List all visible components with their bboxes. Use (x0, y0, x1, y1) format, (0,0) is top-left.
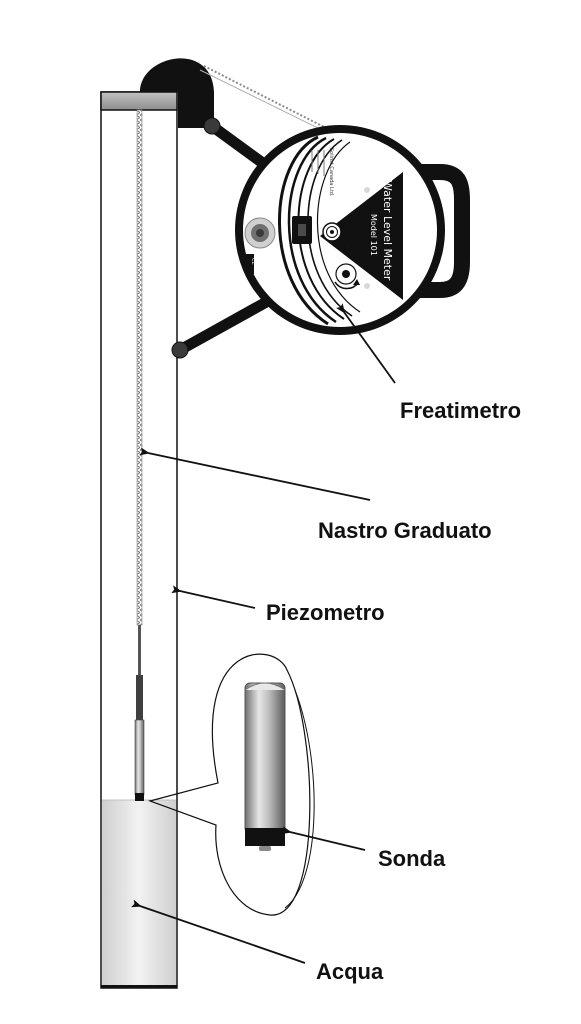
probe-cable (138, 625, 141, 675)
ground-icon (322, 222, 342, 242)
pipe-cap (100, 91, 178, 111)
rotation-arrow-icon (334, 263, 360, 290)
probe-top-highlight (244, 682, 286, 691)
probe-tip-large (245, 828, 285, 846)
probe-tip-small (135, 793, 144, 801)
callout-labels: Freatimetro Nastro Graduato Piezometro S… (266, 398, 521, 984)
probe-body-small (134, 719, 145, 796)
probe-magnifier (147, 653, 315, 916)
label-pipe: Piezometro (266, 600, 385, 625)
device-title: Water Level Meter (381, 180, 394, 281)
probe-body-large (244, 682, 286, 834)
reel-guide (140, 58, 331, 134)
ce-mark-text: CE (250, 258, 256, 265)
tape-span-edge (199, 69, 329, 134)
ce-mark (246, 254, 254, 274)
maker-text: Solinst Canada Ltd. (328, 148, 334, 197)
guide-housing (140, 58, 214, 129)
pipe-water (102, 800, 176, 987)
reel-handle (405, 164, 470, 298)
tape-span (203, 65, 331, 131)
label-water: Acqua (316, 959, 384, 984)
lower-arm-knob (171, 341, 189, 359)
graduated-tape (136, 109, 143, 626)
battery-switch-slot (298, 224, 306, 236)
indicator-light (364, 187, 370, 193)
speaker-icon (244, 217, 276, 249)
label-probe: Sonda (378, 846, 446, 871)
label-tape: Nastro Graduato (318, 518, 492, 543)
callout-arrows (131, 303, 396, 964)
water-level-meter: Water Level Meter Model 101 CE Solinst C… (235, 125, 470, 335)
arrow-meter (336, 303, 396, 384)
arrow-water (131, 899, 306, 964)
device-model: Model 101 (369, 214, 378, 256)
label-meter: Freatimetro (400, 398, 521, 423)
probe-nib (259, 846, 271, 851)
pipe-bottom (101, 985, 177, 988)
label-panel (320, 172, 403, 300)
arrow-tape (139, 447, 371, 501)
magnifier-inner-line (284, 689, 315, 909)
indicator-light-2 (364, 283, 370, 289)
probe-assembly (134, 625, 145, 801)
probe-upper-sleeve (136, 675, 143, 720)
tape-strip (136, 109, 143, 626)
magnifier-bubble (147, 653, 311, 916)
lower-arm (174, 294, 276, 356)
arrow-pipe (171, 585, 256, 609)
arrow-probe (281, 826, 366, 851)
spec-small-text: · (344, 246, 350, 248)
upper-arm-knob (203, 117, 221, 135)
